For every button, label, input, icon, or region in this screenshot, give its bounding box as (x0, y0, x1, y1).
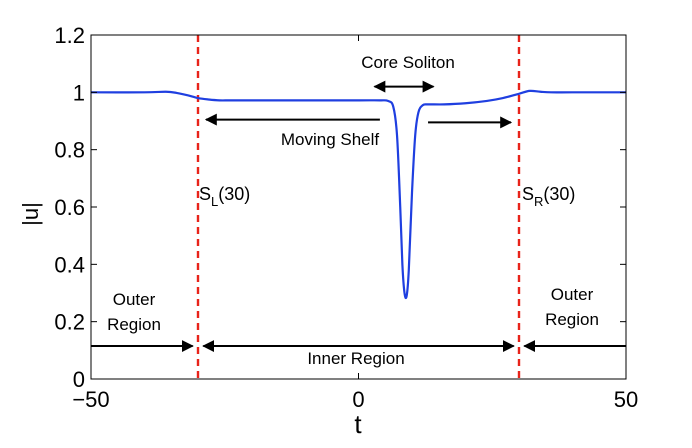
outer-right-label-line1: Outer (551, 285, 594, 304)
s-left-sub: L (211, 194, 218, 209)
inner-region-label: Inner Region (307, 349, 404, 368)
s-left-rest: (30) (218, 184, 250, 204)
x-axis-label: t (354, 409, 362, 439)
s-left-label: SL(30) (199, 184, 250, 209)
y-tick-label: 0.4 (54, 252, 85, 277)
series-line-0 (90, 89, 626, 300)
s-left-main: S (199, 184, 211, 204)
y-tick-label: 0.8 (54, 138, 85, 163)
s-right-sub: R (534, 194, 543, 209)
s-right-rest: (30) (543, 184, 575, 204)
x-tick-label: −50 (72, 387, 109, 412)
outer-left-label-line1: Outer (113, 290, 156, 309)
y-tick-label: 0.2 (54, 310, 85, 335)
y-tick-label: 0 (73, 367, 85, 392)
y-tick-label: 1.2 (54, 23, 85, 48)
outer-left-label-line2: Region (107, 315, 161, 334)
outer-right-label-line2: Region (545, 310, 599, 329)
s-right-main: S (522, 184, 534, 204)
y-tick-label: 0.6 (54, 195, 85, 220)
s-right-label: SR(30) (522, 184, 575, 209)
x-tick-label: 0 (352, 387, 364, 412)
y-axis-label: |u| (18, 202, 43, 226)
core-soliton-label: Core Soliton (361, 53, 455, 72)
y-tick-label: 1 (73, 80, 85, 105)
x-tick-label: 50 (614, 387, 638, 412)
moving-shelf-label: Moving Shelf (281, 130, 380, 149)
